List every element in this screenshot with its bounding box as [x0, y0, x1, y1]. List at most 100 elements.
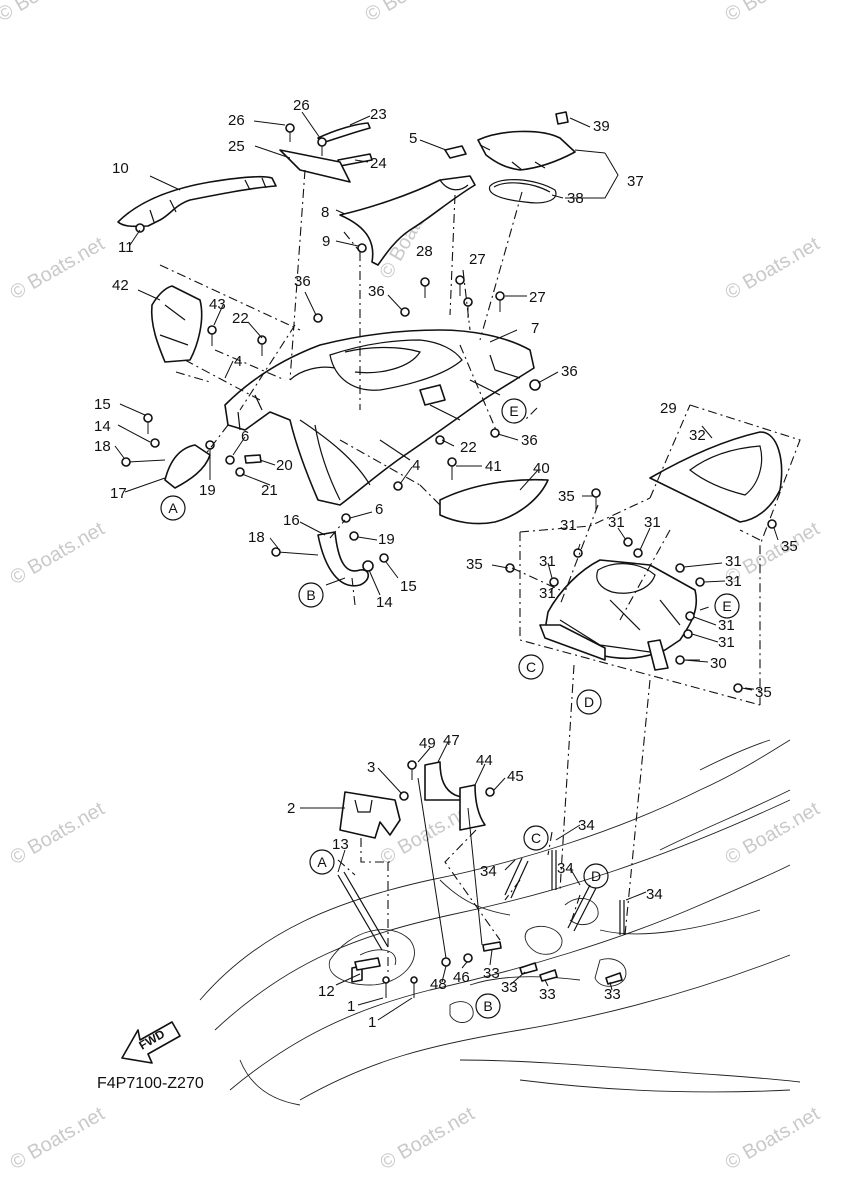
- label-35b: 35: [466, 556, 483, 573]
- label-31g: 31: [725, 573, 742, 590]
- label-2: 2: [287, 800, 295, 817]
- watermark: © Boats.net: [722, 0, 824, 26]
- diagram-code: F4P7100-Z270: [97, 1075, 204, 1092]
- label-22b: 22: [460, 439, 477, 456]
- main-body: [224, 329, 535, 506]
- label-48: 48: [430, 976, 447, 993]
- label-21: 21: [261, 482, 278, 499]
- label-35a: 35: [558, 488, 575, 505]
- forward-arrow: FWD: [121, 1021, 181, 1064]
- label-41: 41: [485, 458, 502, 475]
- label-7: 7: [531, 320, 539, 337]
- label-24: 24: [370, 155, 387, 172]
- label-19: 19: [199, 482, 216, 499]
- label-26: 26: [228, 112, 245, 129]
- label-3: 3: [367, 759, 375, 776]
- label-46: 46: [453, 969, 470, 986]
- ref-d-lower: D: [591, 868, 601, 884]
- label-9: 9: [322, 233, 330, 250]
- label-27b: 27: [529, 289, 546, 306]
- label-49: 49: [419, 735, 436, 752]
- label-34b: 34: [480, 863, 497, 880]
- label-26b: 26: [293, 97, 310, 114]
- label-34c: 34: [557, 860, 574, 877]
- label-15: 15: [94, 396, 111, 413]
- reference-circles: [160, 398, 740, 1019]
- label-20: 20: [276, 457, 293, 474]
- ref-b-upper: B: [306, 587, 315, 603]
- watermark: © Boats.net: [7, 798, 109, 870]
- label-11: 11: [118, 239, 134, 256]
- label-16: 16: [283, 512, 300, 529]
- label-47: 47: [443, 732, 460, 749]
- label-27: 27: [469, 251, 486, 268]
- label-30: 30: [710, 655, 727, 672]
- label-29: 29: [660, 400, 677, 417]
- label-23: 23: [370, 106, 387, 123]
- watermark: © Boats.net: [0, 0, 96, 26]
- label-31i: 31: [718, 634, 735, 651]
- label-33a: 33: [483, 965, 500, 982]
- upper-parts: [117, 111, 576, 363]
- label-1: 1: [347, 998, 355, 1015]
- label-22: 22: [232, 310, 249, 327]
- label-13: 13: [332, 836, 349, 853]
- label-45: 45: [507, 768, 524, 785]
- ref-e-body: E: [509, 403, 518, 419]
- label-15b: 15: [400, 578, 417, 595]
- label-33b: 33: [501, 979, 518, 996]
- label-19b: 19: [378, 531, 395, 548]
- label-17: 17: [110, 485, 127, 502]
- watermark: © Boats.net: [7, 233, 109, 305]
- ref-e-bin: E: [722, 598, 731, 614]
- label-31e: 31: [539, 585, 556, 602]
- watermark: © Boats.net: [7, 518, 109, 590]
- label-8: 8: [321, 204, 329, 221]
- label-36c: 36: [521, 432, 538, 449]
- label-14b: 14: [376, 594, 393, 611]
- label-28: 28: [416, 243, 433, 260]
- ref-a-upper: A: [168, 500, 178, 516]
- ref-c-lower: C: [531, 830, 541, 846]
- watermark: © Boats.net: [722, 1103, 824, 1175]
- label-4: 4: [234, 353, 242, 370]
- lower-brackets: [164, 444, 486, 983]
- label-42: 42: [112, 277, 129, 294]
- watermark: © Boats.net: [7, 1103, 109, 1175]
- label-44: 44: [476, 752, 493, 769]
- watermark: © Boats.net: [722, 233, 824, 305]
- rods: [337, 777, 625, 959]
- label-18: 18: [94, 438, 111, 455]
- hull-outline: [199, 739, 801, 1106]
- dashed-relation-lines: [159, 169, 801, 975]
- label-31a: 31: [560, 517, 577, 534]
- label-34d: 34: [646, 886, 663, 903]
- watermark: © Boats.net: [377, 1103, 479, 1175]
- label-36d: 36: [368, 283, 385, 300]
- label-38: 38: [567, 190, 584, 207]
- leader-lines: [114, 111, 779, 1021]
- label-14: 14: [94, 418, 111, 435]
- label-43: 43: [209, 296, 226, 313]
- reference-letters: A A B B C C D D E E: [168, 403, 731, 1014]
- ref-b-lower: B: [483, 998, 492, 1014]
- storage-bin: [539, 559, 698, 671]
- label-31b: 31: [608, 514, 625, 531]
- watermark: © Boats.net: [362, 0, 464, 26]
- label-35c: 35: [781, 538, 798, 555]
- label-1b: 1: [368, 1014, 376, 1031]
- label-31c: 31: [644, 514, 661, 531]
- label-6: 6: [241, 428, 249, 445]
- label-33d: 33: [604, 986, 621, 1003]
- label-40: 40: [533, 460, 550, 477]
- label-31d: 31: [539, 553, 556, 570]
- label-37: 37: [627, 173, 644, 190]
- label-36b: 36: [561, 363, 578, 380]
- label-36a: 36: [294, 273, 311, 290]
- ref-d-upper: D: [584, 694, 594, 710]
- label-32: 32: [689, 427, 706, 444]
- label-31h: 31: [718, 617, 735, 634]
- ref-c-upper: C: [526, 659, 536, 675]
- ref-a-lower: A: [317, 854, 327, 870]
